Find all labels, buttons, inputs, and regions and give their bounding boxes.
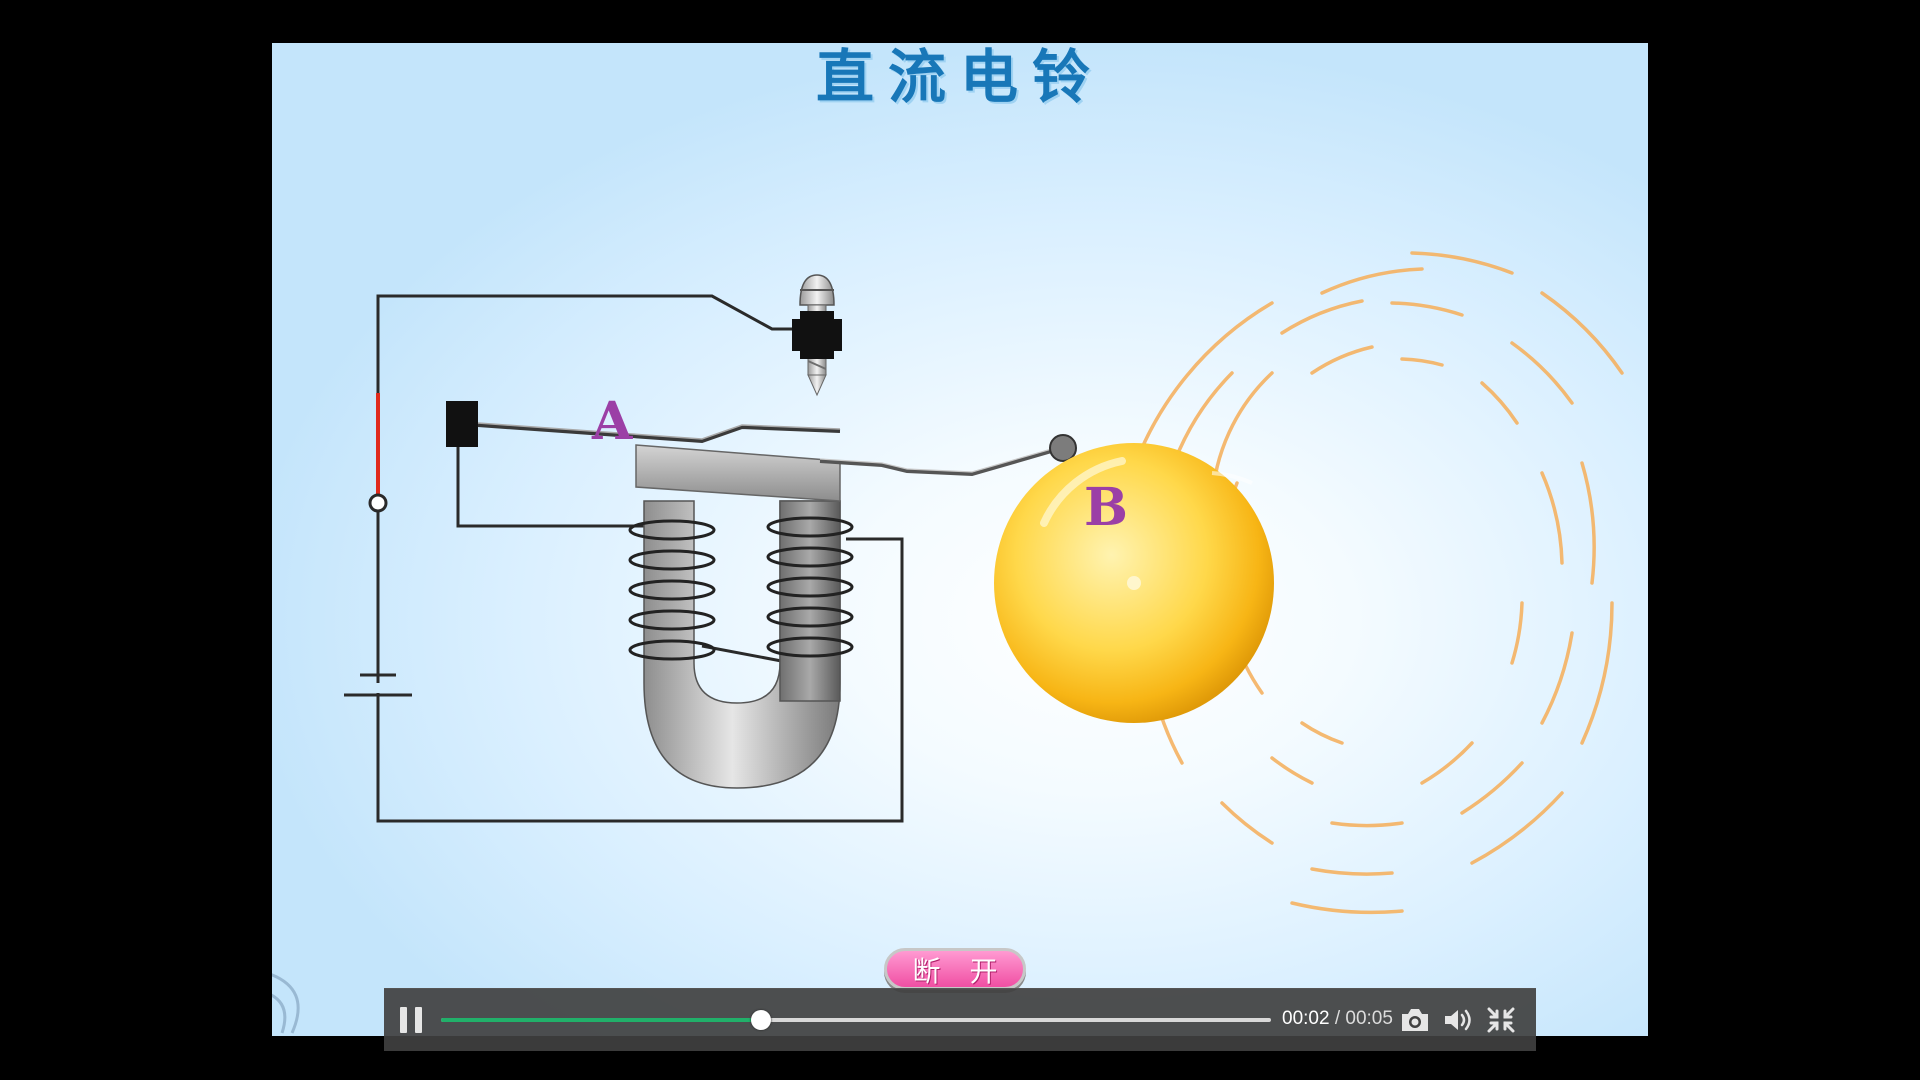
time-separator: / — [1334, 1008, 1341, 1029]
armature — [635, 444, 841, 502]
electromagnet-core — [643, 500, 841, 789]
screenshot-button[interactable] — [1398, 1004, 1432, 1036]
switch-pivot — [368, 493, 388, 513]
battery — [344, 673, 412, 697]
bell — [994, 443, 1274, 723]
contact-screw — [792, 274, 842, 397]
label-a: A — [591, 391, 633, 452]
spring-strip — [446, 401, 841, 447]
volume-button[interactable] — [1442, 1004, 1476, 1036]
time-display: 00:02 / 00:05 — [1282, 1008, 1393, 1030]
video-player-controls: 00:02 / 00:05 — [384, 988, 1536, 1051]
exit-fullscreen-button[interactable] — [1484, 1004, 1518, 1036]
logo-mark — [272, 973, 300, 1034]
progress-handle[interactable] — [750, 1010, 771, 1030]
total-duration: 00:05 — [1345, 1008, 1393, 1029]
camera-icon — [1402, 1009, 1428, 1031]
electric-bell-diagram: A B — [272, 251, 1624, 1034]
slide-canvas: 直流电铃 — [272, 43, 1648, 1036]
slide-title: 直流电铃 — [815, 43, 1104, 111]
volume-icon — [1445, 1009, 1471, 1031]
coil-right — [766, 516, 854, 658]
disconnect-button[interactable]: 断 开 — [884, 948, 1026, 990]
label-b: B — [1084, 477, 1128, 538]
circuit-wires — [376, 294, 904, 823]
progress-fill — [441, 1018, 761, 1022]
pause-button[interactable] — [398, 1007, 424, 1033]
sound-waves — [1127, 251, 1624, 915]
exit-fullscreen-icon — [1487, 1007, 1515, 1033]
current-time: 00:02 — [1282, 1008, 1330, 1029]
hammer-ball — [1049, 434, 1077, 462]
coil-left — [628, 519, 716, 661]
progress-bar[interactable] — [441, 1010, 1271, 1030]
pause-icon — [400, 1007, 407, 1033]
hammer-rod — [819, 446, 1063, 477]
